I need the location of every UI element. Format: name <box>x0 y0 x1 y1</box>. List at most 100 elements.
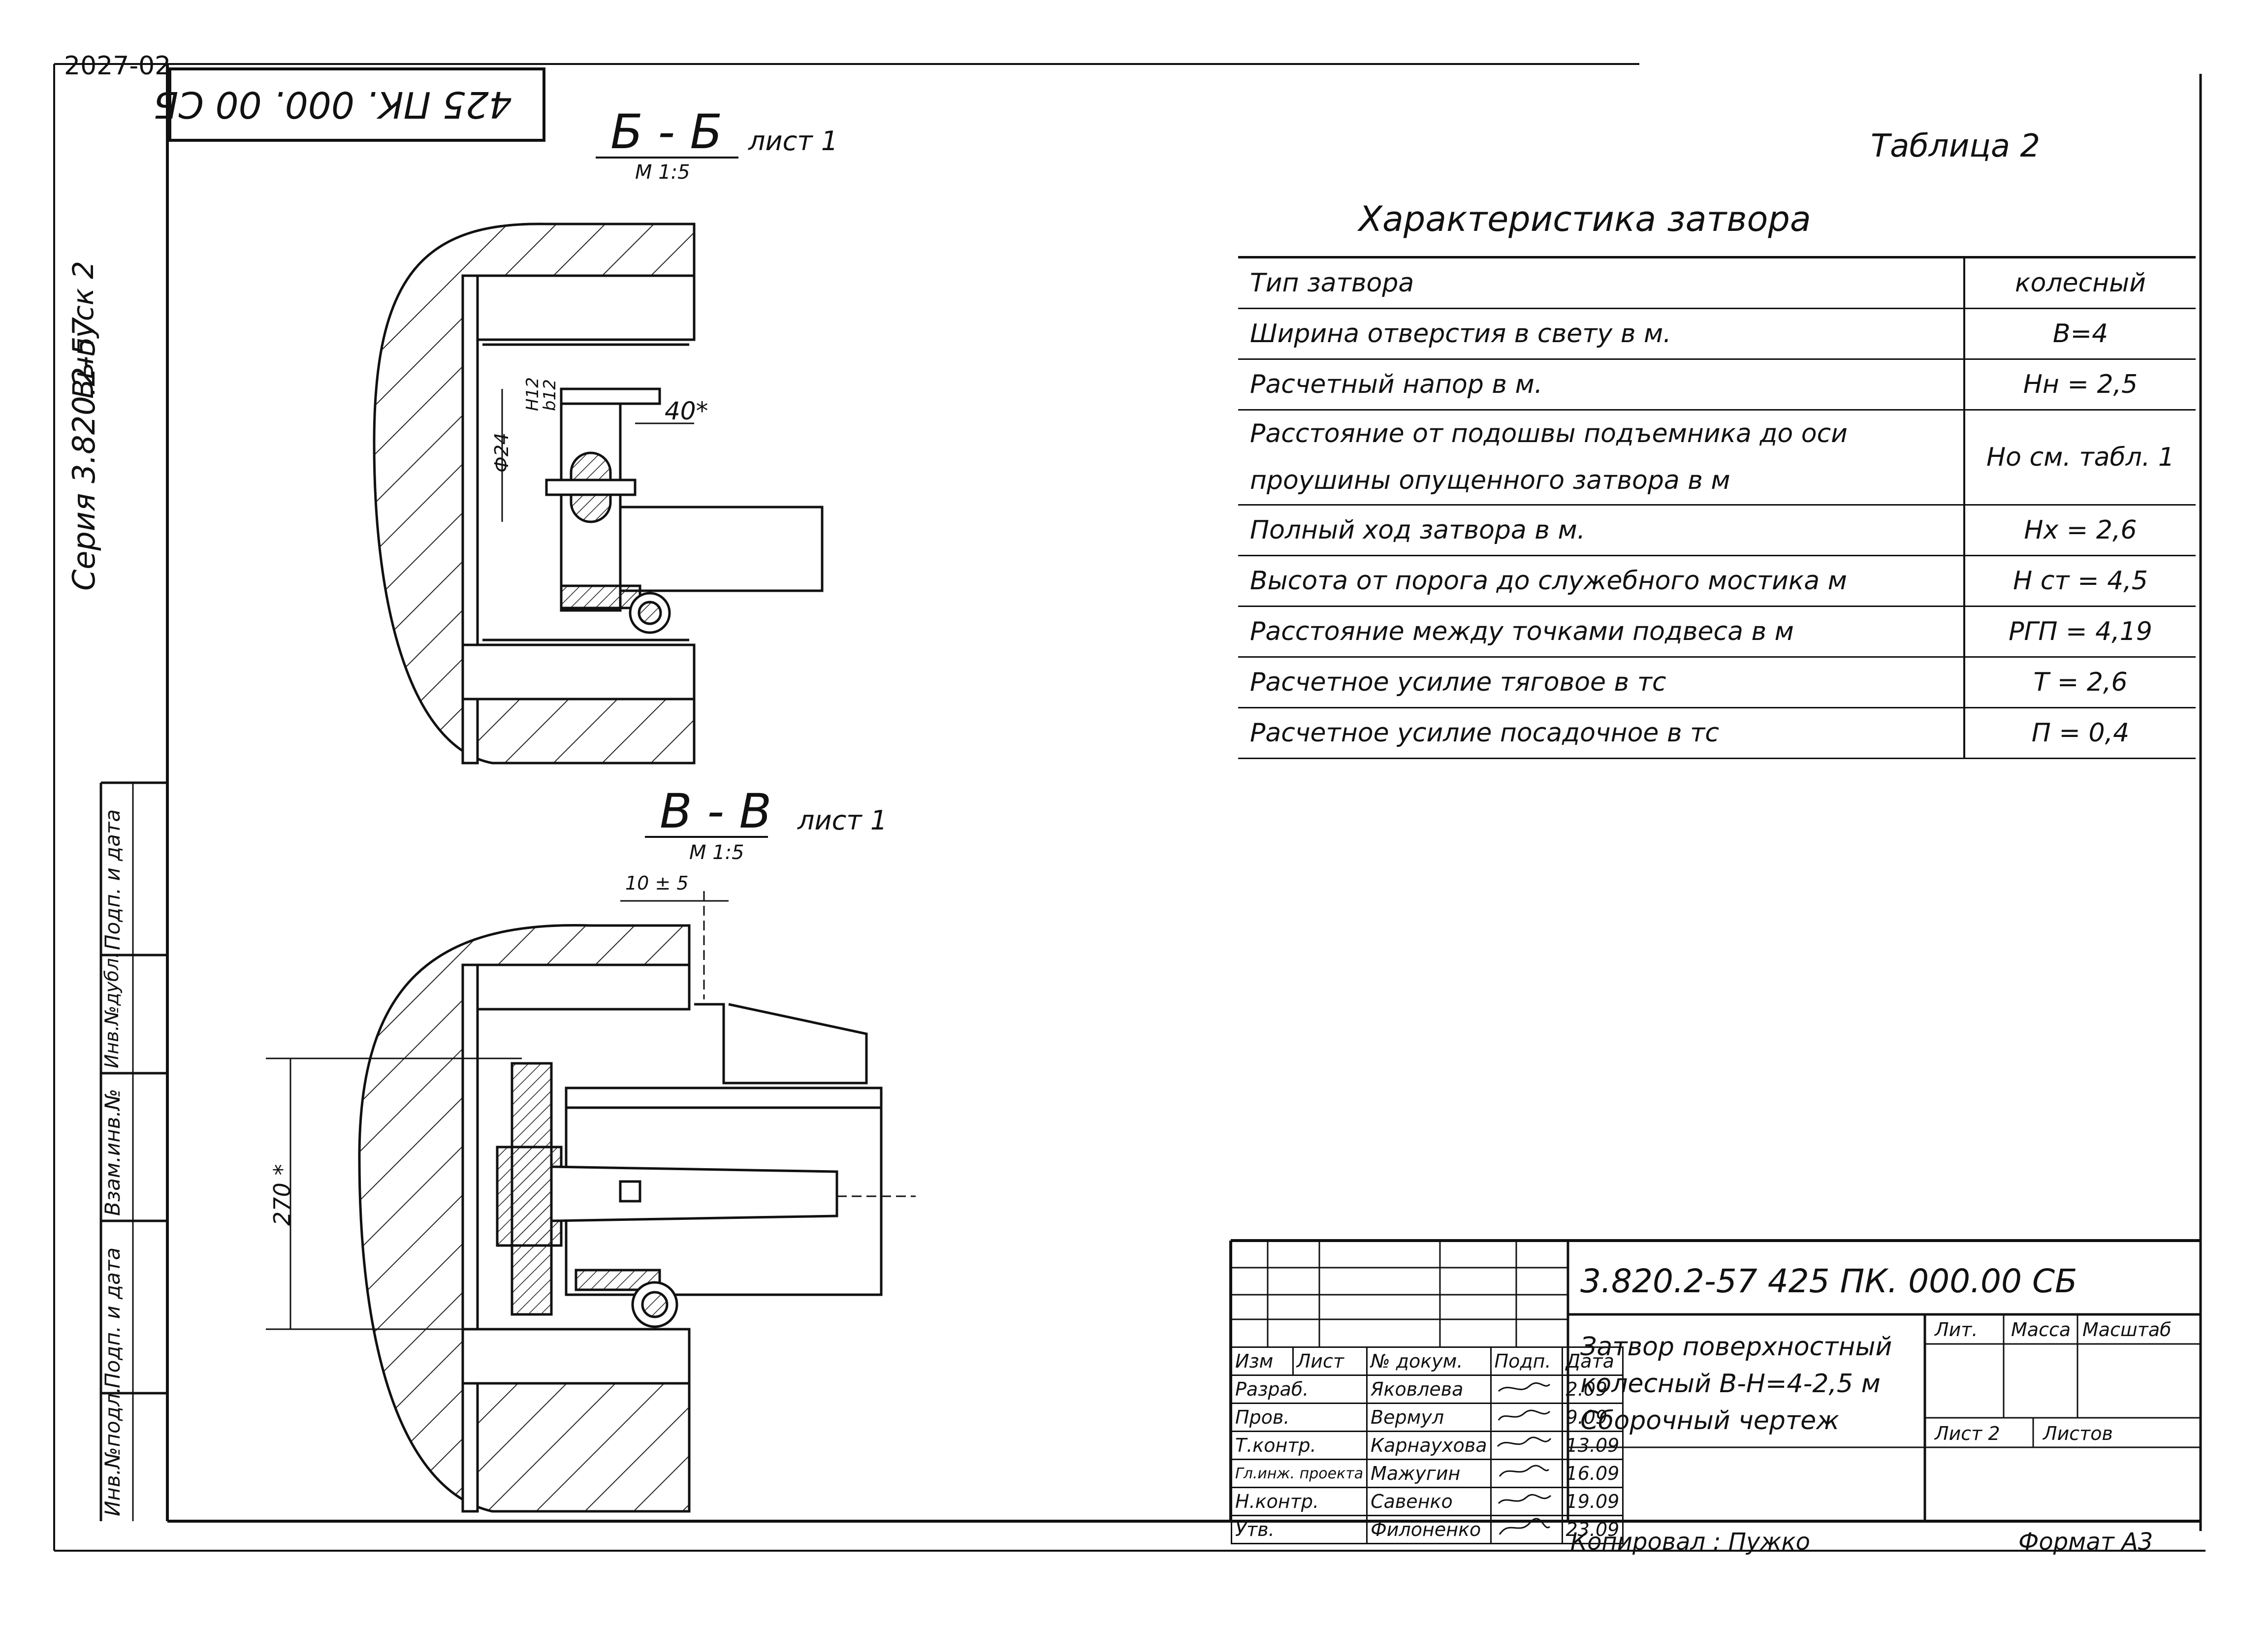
table-row: Тип затвора колесный <box>1238 256 2196 309</box>
header-izm: Изм <box>1231 1346 1294 1376</box>
header-date: Дата <box>1561 1346 1624 1376</box>
table-cell-param: Ширина отверстия в свету в м. <box>1238 308 1964 360</box>
signer-signature <box>1490 1403 1563 1432</box>
table-row: Расстояние между точками подвеса в м РГП… <box>1238 606 2196 658</box>
table-cell-param: Тип затвора <box>1238 256 1964 309</box>
signer-date: 23.09 <box>1561 1515 1624 1544</box>
table-cell-value: П = 0,4 <box>1963 707 2196 759</box>
signer-name: Вермул <box>1366 1403 1492 1432</box>
side-cell-inv-dubl: Инв.№дубл. <box>101 952 123 1068</box>
section-bb-dim-b12: b12 <box>540 379 560 411</box>
table-row: Н.контр. Савенко 19.09 <box>1230 1487 1624 1516</box>
section-bb-dim-40: 40* <box>665 397 708 425</box>
table-row: Т.контр. Карнаухова 13.09 <box>1230 1431 1624 1460</box>
table-row: Расстояние от подошвы подъемника до оси … <box>1238 410 2196 506</box>
table-cell-param: Расчетное усилие посадочное в тс <box>1238 707 1964 759</box>
scale-label: Масштаб <box>2082 1319 2172 1341</box>
issue-label: Выпуск 2 <box>66 260 100 399</box>
doc-name-line3: Сборочный чертеж <box>1580 1406 1839 1436</box>
signer-name: Карнаухова <box>1366 1431 1492 1460</box>
table-cell-value: Н ст = 4,5 <box>1963 555 2196 607</box>
signer-date: 19.09 <box>1561 1487 1624 1516</box>
side-cell-vzam-inv: Взам.инв.№ <box>100 1088 125 1216</box>
section-bb-dim-d24: Ф24 <box>491 432 512 473</box>
header-doc: № докум. <box>1366 1346 1492 1376</box>
table-label: Таблица 2 <box>1871 128 2041 164</box>
table-row: Пров. Вермул 9.09 <box>1230 1403 1624 1432</box>
signer-role: Разраб. <box>1230 1374 1368 1404</box>
copied-by: Копировал : Пужко <box>1570 1528 1811 1556</box>
characteristics-table: Тип затвора колесный Ширина отверстия в … <box>1238 256 2196 759</box>
table-cell-value: Но см. табл. 1 <box>1963 410 2196 506</box>
section-bb-title: Б - Б <box>610 104 723 160</box>
table-cell-value: В=4 <box>1963 308 2196 360</box>
lit-label: Лит. <box>1935 1319 1978 1341</box>
section-bb-dim-h12: Н12 <box>523 377 543 411</box>
table-row: Ширина отверстия в свету в м. В=4 <box>1238 308 2196 360</box>
table-row: Утв. Филоненко 23.09 <box>1230 1515 1624 1544</box>
sheets-total: Листов <box>2043 1423 2113 1444</box>
signer-name: Савенко <box>1366 1487 1492 1516</box>
signer-date: 13.09 <box>1561 1431 1624 1460</box>
table-cell-param: Полный ход затвора в м. <box>1238 505 1964 556</box>
table-row: Высота от порога до служебного мостика м… <box>1238 555 2196 607</box>
table-cell-param: Высота от порога до служебного мостика м <box>1238 555 1964 607</box>
table-cell-value: колесный <box>1963 256 2196 309</box>
doc-name-line2: колесный В-Н=4-2,5 м <box>1580 1369 1881 1399</box>
section-bb-sheet-ref: лист 1 <box>748 126 838 157</box>
table-row: Расчетный напор в м. Нн = 2,5 <box>1238 359 2196 411</box>
side-cell-podp-data-2: Подп. и дата <box>100 809 125 950</box>
table-row: Гл.инж. проекта Мажугин 16.09 <box>1230 1459 1624 1488</box>
table-cell-value: Нх = 2,6 <box>1963 505 2196 556</box>
table-cell-value: Т = 2,6 <box>1963 657 2196 708</box>
table-cell-param: Расстояние от подошвы подъемника до оси … <box>1238 410 1964 506</box>
doc-name-line1: Затвор поверхностный <box>1580 1332 1892 1362</box>
table-cell-value: Нн = 2,5 <box>1963 359 2196 411</box>
section-vv-sheet-ref: лист 1 <box>798 805 888 836</box>
table-row: Расчетное усилие тяговое в тс Т = 2,6 <box>1238 657 2196 708</box>
table-row: Расчетное усилие посадочное в тс П = 0,4 <box>1238 707 2196 759</box>
doc-code: 3.820.2-57 425 ПК. 000.00 СБ <box>1580 1262 2077 1300</box>
sheet-format: Формат А3 <box>2018 1528 2153 1556</box>
signer-signature <box>1490 1487 1563 1516</box>
signer-role: Т.контр. <box>1230 1431 1368 1460</box>
corner-code: 2027-02 <box>64 51 171 81</box>
signer-signature <box>1490 1515 1563 1544</box>
section-title-rules <box>596 157 768 838</box>
table-row: Изм Лист № докум. Подп. Дата <box>1231 1346 1624 1376</box>
section-vv-scale: М 1:5 <box>689 841 744 864</box>
section-bb-drawing <box>373 223 824 765</box>
signatures-table: Изм Лист № докум. Подп. Дата Разраб. Яко… <box>1230 1346 1624 1544</box>
title-block-grid <box>1229 1239 2201 1521</box>
signer-date: 16.09 <box>1561 1459 1624 1488</box>
mass-label: Масса <box>2011 1319 2071 1341</box>
side-cell-podp-data-1: Подп. и дата <box>100 1247 125 1388</box>
section-vv-dim-10: 10 ± 5 <box>625 872 689 894</box>
section-vv-drawing <box>266 891 916 1513</box>
table-row: Разраб. Яковлева 2.09 <box>1230 1374 1624 1404</box>
signer-signature <box>1490 1459 1563 1488</box>
signer-role: Гл.инж. проекта <box>1230 1459 1368 1488</box>
stamp-code: 425 ПК. 000. 00 СБ <box>153 83 512 126</box>
section-vv-title: В - В <box>660 784 772 839</box>
section-vv-dim-270: 270 * <box>269 1164 295 1226</box>
signer-role: Утв. <box>1230 1515 1368 1544</box>
signer-signature <box>1490 1374 1563 1404</box>
signer-role: Пров. <box>1230 1403 1368 1432</box>
sheet-number: Лист 2 <box>1935 1423 2000 1444</box>
sheet-frame <box>53 63 2205 1552</box>
table-cell-param: Расчетное усилие тяговое в тс <box>1238 657 1964 708</box>
signer-name: Филоненко <box>1366 1515 1492 1544</box>
table-title: Характеристика затвора <box>1359 199 1811 239</box>
header-sign: Подп. <box>1490 1346 1563 1376</box>
section-bb-scale: М 1:5 <box>635 161 690 184</box>
table-cell-value: РГП = 4,19 <box>1963 606 2196 658</box>
table-row: Полный ход затвора в м. Нх = 2,6 <box>1238 505 2196 556</box>
signer-signature <box>1490 1431 1563 1460</box>
signer-date: 9.09 <box>1561 1403 1624 1432</box>
table-cell-param: Расстояние между точками подвеса в м <box>1238 606 1964 658</box>
header-list: Лист <box>1292 1346 1368 1376</box>
table-cell-param: Расчетный напор в м. <box>1238 359 1964 411</box>
signer-name: Мажугин <box>1366 1459 1492 1488</box>
